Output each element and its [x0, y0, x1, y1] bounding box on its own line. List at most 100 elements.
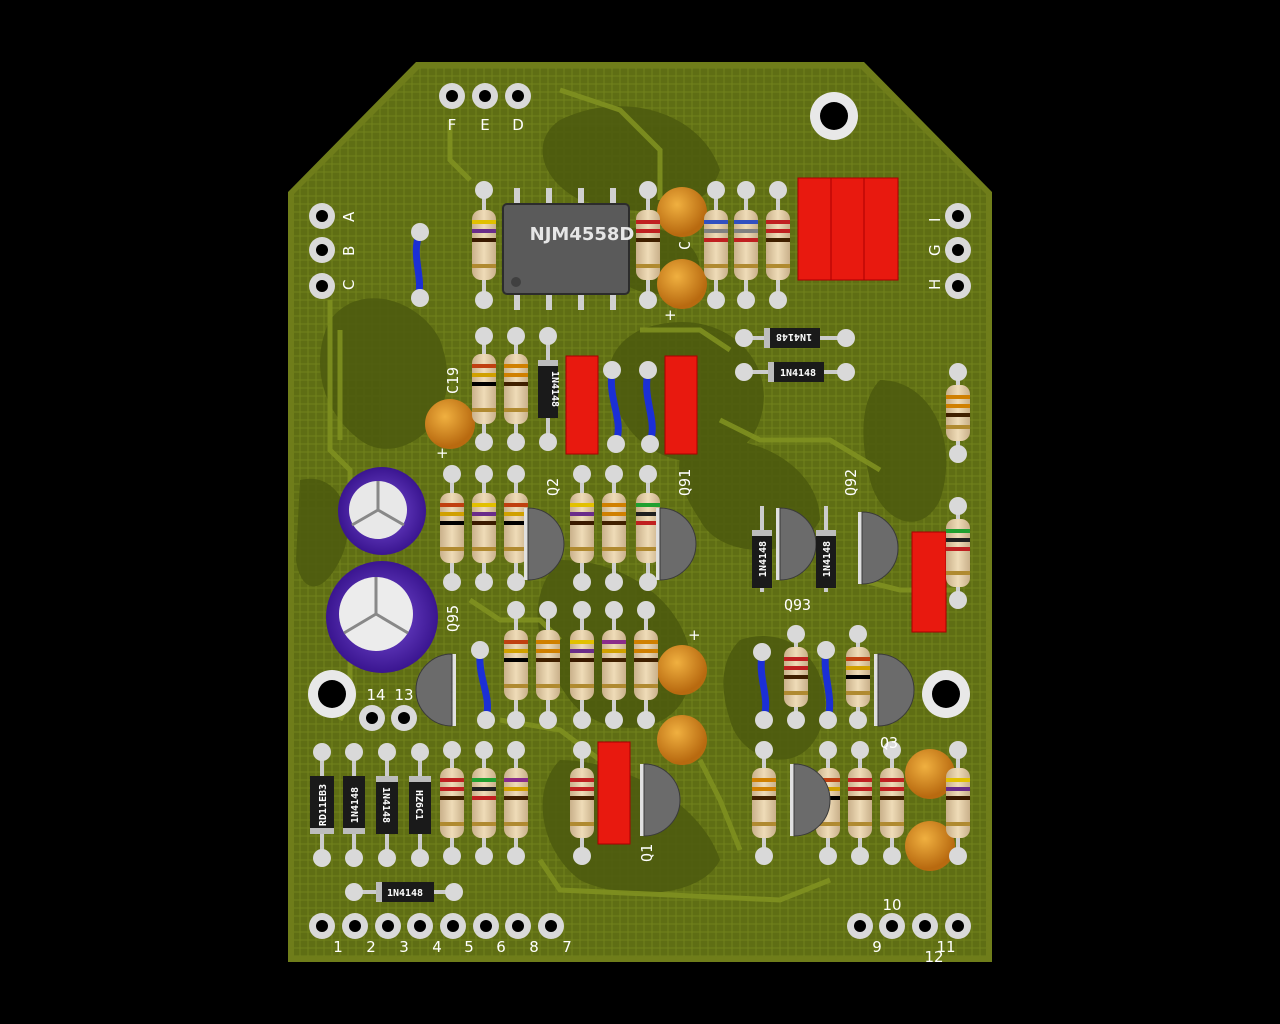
label-F: F — [448, 116, 457, 134]
connector-pad — [473, 913, 499, 939]
resistor — [734, 181, 758, 309]
resistor — [846, 625, 870, 729]
transistor — [656, 507, 697, 581]
resistor — [602, 465, 626, 591]
transistor — [790, 763, 831, 837]
connector-pad — [359, 705, 385, 731]
resistor — [880, 741, 904, 865]
ic-label: NJM4558D — [530, 224, 635, 245]
connector-pad — [538, 913, 564, 939]
resistor — [570, 601, 594, 729]
resistor — [504, 601, 528, 729]
connector-pad — [472, 83, 498, 109]
resistor — [946, 741, 970, 865]
resistor — [766, 181, 790, 309]
resistor — [504, 465, 528, 591]
resistor — [636, 181, 660, 309]
connector-pad — [847, 913, 873, 939]
electrolytic-caps — [326, 467, 438, 673]
refdes-c19: C19 — [444, 367, 462, 394]
plus-mid: + — [688, 626, 701, 644]
connector-pad — [391, 705, 417, 731]
label-3: 3 — [399, 938, 409, 956]
label-H: H — [926, 279, 944, 290]
label-12: 12 — [924, 948, 943, 966]
label-G: G — [926, 244, 944, 256]
refdes-q92: Q92 — [842, 469, 860, 496]
label-8: 8 — [529, 938, 539, 956]
resistor — [570, 465, 594, 591]
connector-pad — [945, 203, 971, 229]
connector-pad — [879, 913, 905, 939]
label-4: 4 — [432, 938, 442, 956]
label-B: B — [340, 246, 358, 256]
resistor — [634, 601, 658, 729]
diode-d4: 1N4148 — [752, 506, 772, 592]
diode-d5-label: 1N4148 — [822, 541, 833, 577]
refdes-q3: Q3 — [880, 734, 898, 752]
refdes-q95: Q95 — [444, 605, 462, 632]
ceramic-cap — [905, 821, 955, 871]
diode-d1-label: 1N4148 — [776, 331, 812, 342]
diode-d8: 1N4148 — [345, 882, 463, 902]
ceramic-cap — [905, 749, 955, 799]
connector-pad — [945, 913, 971, 939]
resistor — [440, 465, 464, 591]
refdes-q93: Q93 — [784, 596, 811, 614]
resistor — [440, 741, 464, 865]
resistor — [784, 625, 808, 729]
resistor — [946, 497, 970, 609]
label-A: A — [340, 211, 358, 222]
transistor — [640, 763, 681, 837]
diode-d8-label: 1N4148 — [387, 888, 423, 899]
refdes-q1: Q1 — [638, 844, 656, 862]
label-11: 11 — [936, 938, 955, 956]
diode-d7: 1N4148 — [376, 743, 398, 867]
label-C: C — [340, 280, 358, 290]
resistor — [536, 601, 560, 729]
resistor — [704, 181, 728, 309]
label-13: 13 — [394, 686, 413, 704]
label-9: 9 — [872, 938, 882, 956]
resistor — [636, 465, 660, 591]
connector-pad — [342, 913, 368, 939]
resistor — [570, 741, 594, 865]
transistor — [858, 511, 899, 585]
label-14: 14 — [366, 686, 385, 704]
electrolytic-cap-small — [338, 467, 426, 555]
ceramic-cap — [657, 715, 707, 765]
resistor — [752, 741, 776, 865]
diode-d4-label: 1N4148 — [758, 541, 769, 577]
connector-pad — [309, 237, 335, 263]
jumper-pads — [411, 223, 837, 729]
transistor — [524, 507, 565, 581]
diode-d2-label: 1N4148 — [780, 368, 816, 379]
label-I: I — [926, 218, 944, 222]
connector-labels: F E D A B C I G H 1 2 3 4 5 6 8 7 9 10 1… — [333, 116, 955, 966]
label-6: 6 — [496, 938, 506, 956]
refdes-labels: C19 Q2 Q91 Q92 Q93 Q95 Q1 Q3 C + + + — [436, 241, 898, 862]
diode-d1: 1N4148 — [735, 328, 855, 348]
connector-pad — [505, 913, 531, 939]
diode-rd: RD11EB3 — [310, 743, 334, 867]
plus-c19: + — [436, 444, 449, 462]
connector-pad — [945, 273, 971, 299]
label-D: D — [512, 116, 524, 134]
connector-pad — [945, 237, 971, 263]
diode-d7-label: 1N4148 — [380, 787, 391, 823]
ceramic-cap — [657, 187, 707, 237]
resistors — [440, 181, 970, 865]
resistor — [472, 465, 496, 591]
diode-d3-label: 1N4148 — [549, 371, 560, 407]
electrolytic-cap-large — [326, 561, 438, 673]
connector-pad — [309, 913, 335, 939]
ceramic-cap — [657, 645, 707, 695]
ceramic-cap — [657, 259, 707, 309]
resistor — [946, 363, 970, 463]
resistor — [504, 327, 528, 451]
label-7: 7 — [562, 938, 572, 956]
ic-njm4558d: NJM4558D — [502, 188, 635, 310]
transistor — [776, 507, 817, 581]
